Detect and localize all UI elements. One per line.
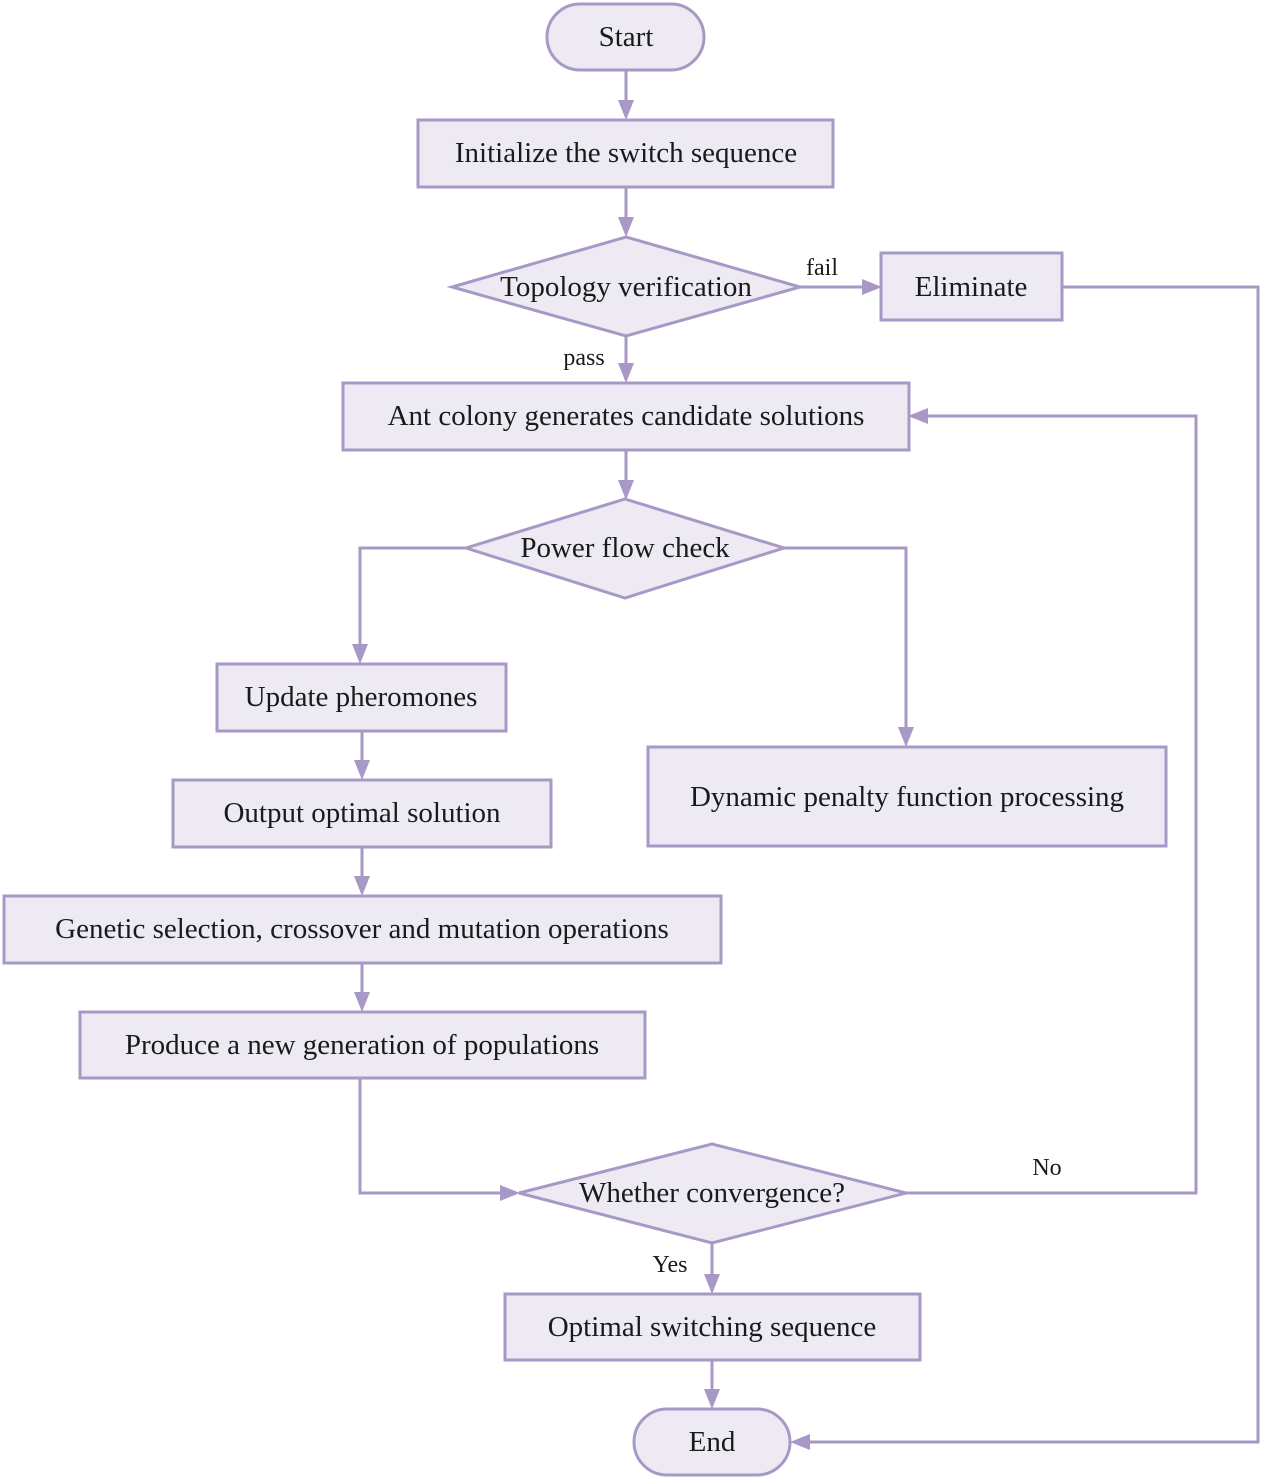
arrowhead: [790, 1434, 810, 1450]
arrowhead: [618, 363, 634, 383]
edge-label-no: No: [1032, 1155, 1061, 1181]
edge-produce-to-converge: [358, 1078, 504, 1195]
update-label: Update pheromones: [245, 681, 478, 713]
edge-label-pass: pass: [563, 345, 604, 371]
eliminate-label: Eliminate: [915, 271, 1028, 303]
arrowhead: [704, 1274, 720, 1294]
edges: [358, 70, 1260, 1444]
arrowhead: [500, 1185, 520, 1201]
arrowhead: [618, 217, 634, 237]
update-node: Update pheromones: [215, 662, 508, 733]
arrowhead: [908, 408, 928, 424]
edge-converge-no: [906, 414, 1198, 1195]
arrowheads: [352, 100, 928, 1450]
start-label: Start: [599, 21, 654, 53]
arrowhead: [618, 480, 634, 500]
end-node: End: [632, 1407, 792, 1477]
edge-label-fail: fail: [806, 255, 838, 281]
end-label: End: [689, 1426, 736, 1458]
arrowhead: [862, 279, 882, 295]
edge-label-yes: Yes: [653, 1252, 688, 1278]
penalty-node: Dynamic penalty function processing: [646, 745, 1168, 848]
arrowhead: [354, 992, 370, 1012]
ant-node: Ant colony generates candidate solutions: [341, 381, 911, 452]
edge-powerflow-to-penalty: [784, 546, 908, 731]
edge-eliminate-to-end: [806, 285, 1260, 1444]
converge-label: Whether convergence?: [579, 1177, 845, 1209]
arrowhead: [354, 760, 370, 780]
arrowhead: [898, 727, 914, 747]
arrowhead: [618, 100, 634, 120]
powerflow-decision: Power flow check: [460, 497, 790, 600]
optimal-node: Optimal switching sequence: [503, 1292, 922, 1362]
start-node: Start: [545, 2, 706, 72]
topology-label: Topology verification: [500, 271, 752, 303]
eliminate-node: Eliminate: [879, 251, 1064, 322]
optimal-label: Optimal switching sequence: [548, 1311, 877, 1343]
edge-powerflow-to-update: [358, 546, 466, 648]
genetic-label: Genetic selection, crossover and mutatio…: [55, 913, 669, 945]
arrowhead: [354, 876, 370, 896]
penalty-label: Dynamic penalty function processing: [690, 781, 1124, 813]
output-node: Output optimal solution: [171, 778, 553, 849]
powerflow-label: Power flow check: [520, 532, 730, 564]
arrowhead: [704, 1389, 720, 1409]
produce-node: Produce a new generation of populations: [78, 1010, 647, 1080]
topology-decision: Topology verification: [446, 235, 806, 338]
arrowhead: [352, 644, 368, 664]
output-label: Output optimal solution: [223, 797, 501, 829]
converge-decision: Whether convergence?: [518, 1142, 907, 1245]
produce-label: Produce a new generation of populations: [125, 1029, 599, 1061]
init-node: Initialize the switch sequence: [416, 118, 835, 189]
genetic-node: Genetic selection, crossover and mutatio…: [2, 894, 723, 965]
ant-label: Ant colony generates candidate solutions: [388, 400, 865, 432]
init-label: Initialize the switch sequence: [455, 137, 797, 169]
